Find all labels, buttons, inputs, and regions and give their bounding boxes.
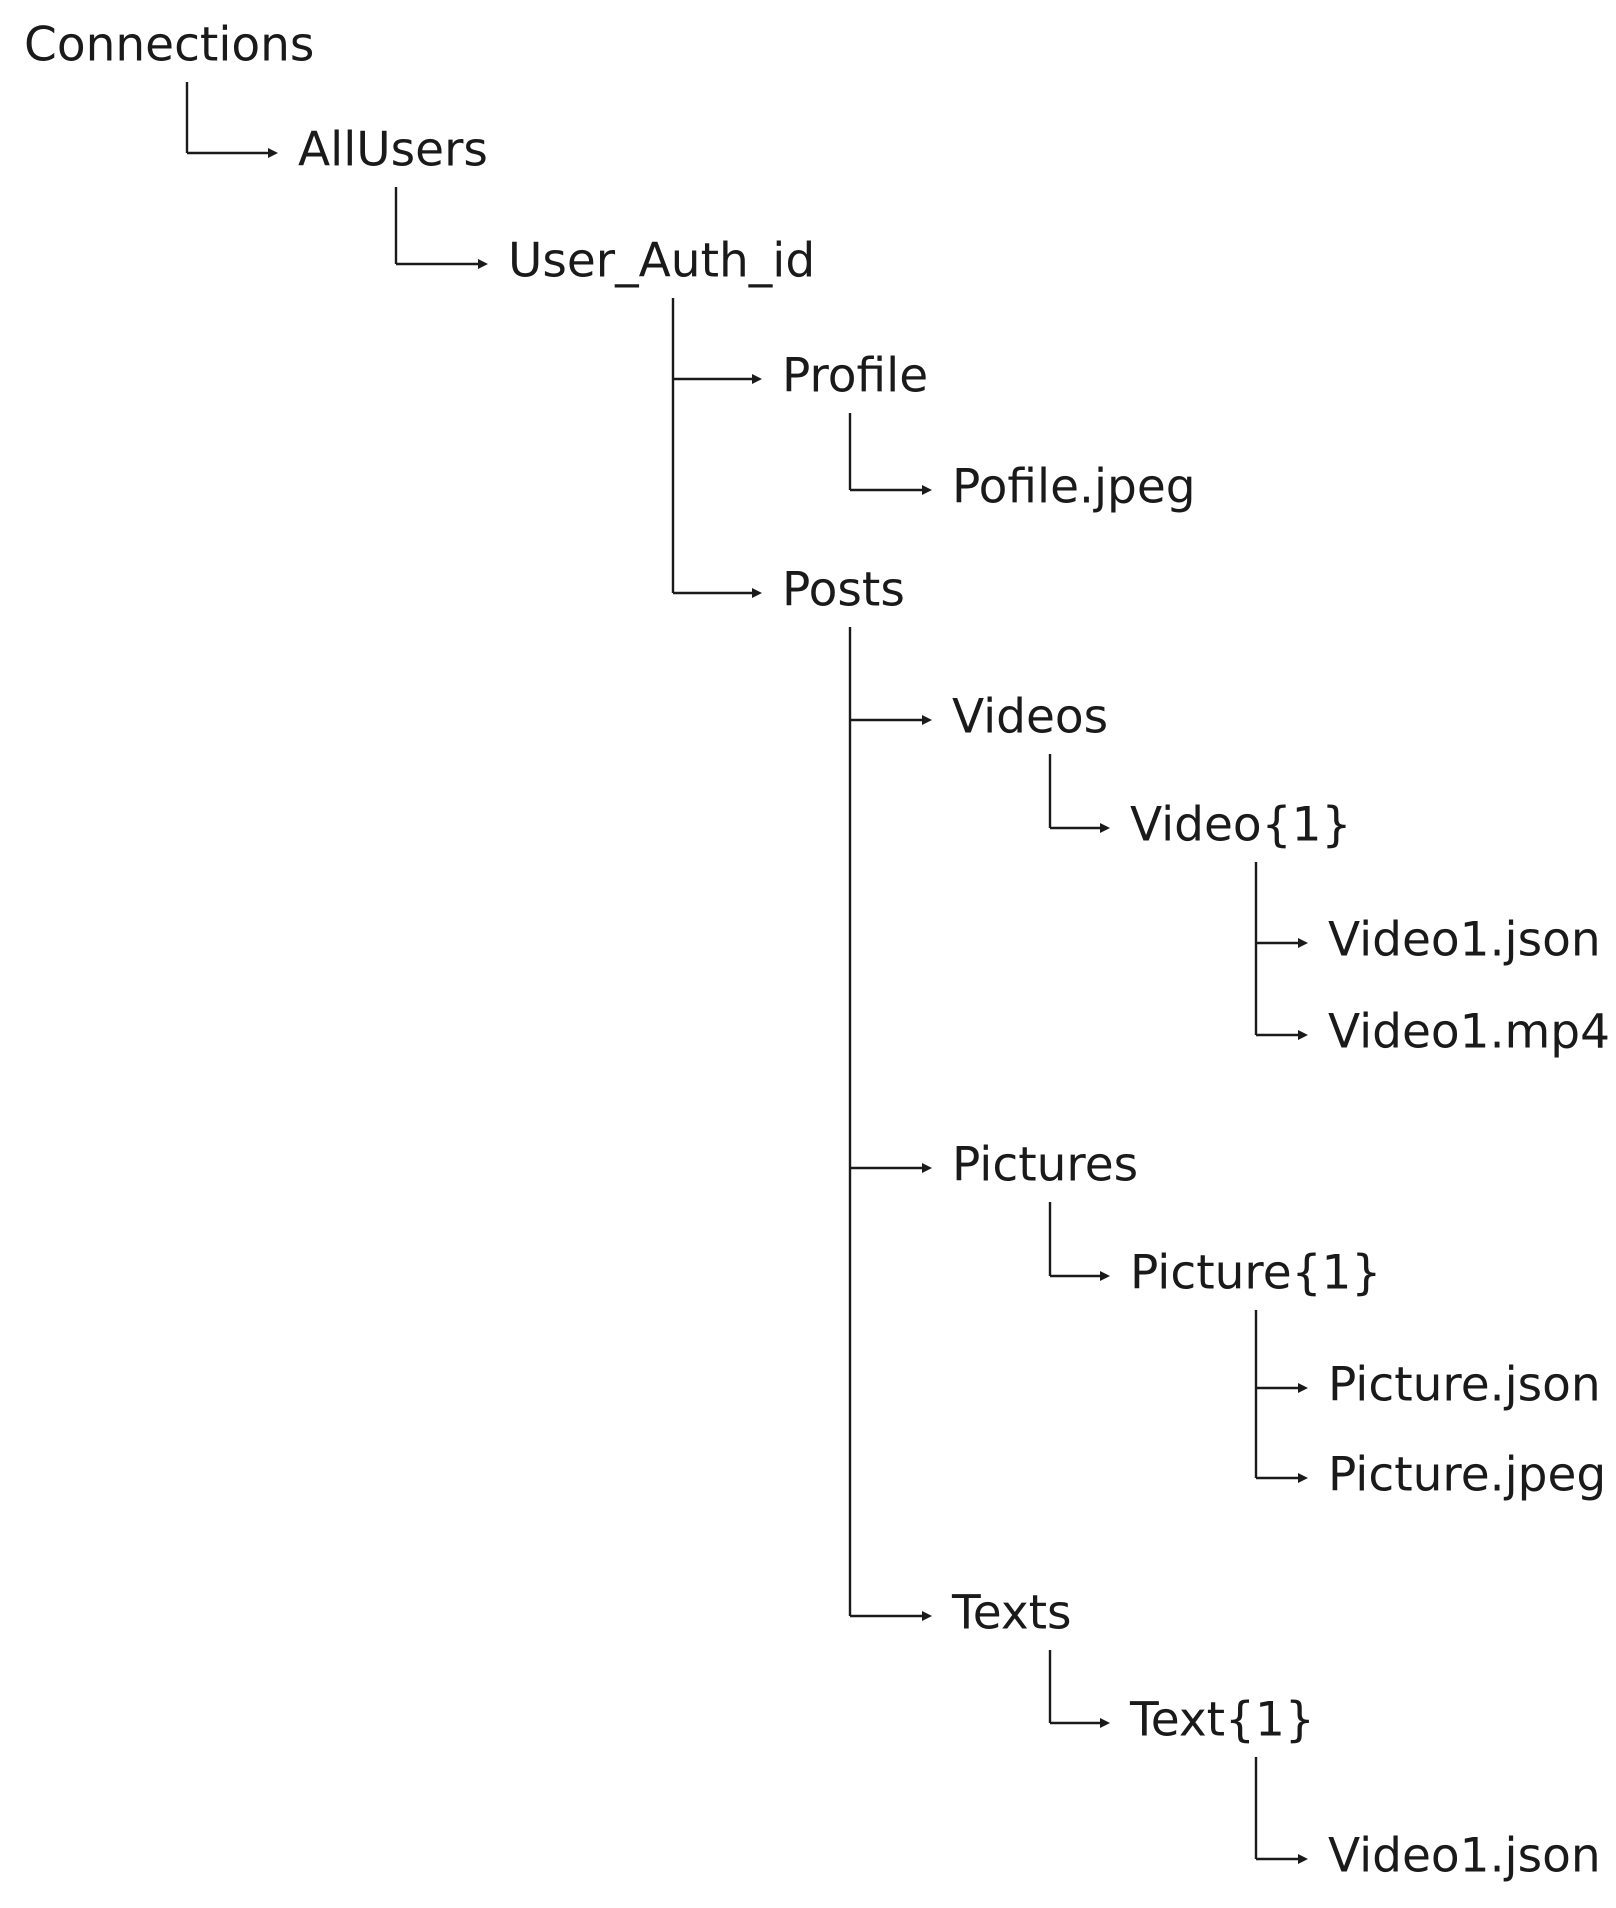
- node-user-auth-id-2: User_Auth_id: [508, 234, 815, 289]
- node-picture-json-12: Picture.json: [1328, 1358, 1601, 1413]
- node-labels: ConnectionsAllUsersUser_Auth_idProfilePo…: [24, 18, 1610, 1884]
- arrow-icon: [1100, 1718, 1110, 1728]
- node-video1-json-8: Video1.json: [1328, 913, 1601, 968]
- arrow-icon: [1298, 938, 1308, 948]
- arrow-icon: [1298, 1473, 1308, 1483]
- node-text-1-15: Text{1}: [1129, 1693, 1315, 1748]
- arrow-icon: [1298, 1383, 1308, 1393]
- arrow-icon: [922, 1163, 932, 1173]
- arrow-icon: [1100, 1271, 1110, 1281]
- arrow-icon: [1100, 823, 1110, 833]
- node-pofile-jpeg-4: Pofile.jpeg: [952, 460, 1196, 515]
- node-picture-jpeg-13: Picture.jpeg: [1328, 1448, 1606, 1503]
- arrow-icon: [922, 485, 932, 495]
- node-picture-1-11: Picture{1}: [1130, 1246, 1381, 1301]
- node-videos-6: Videos: [952, 690, 1108, 745]
- arrow-icon: [268, 148, 278, 158]
- node-profile-3: Profile: [782, 349, 928, 404]
- node-allusers-1: AllUsers: [298, 123, 488, 178]
- connector-lines: [185, 82, 1308, 1864]
- node-posts-5: Posts: [782, 563, 905, 618]
- arrow-icon: [752, 374, 762, 384]
- node-video-1-7: Video{1}: [1130, 798, 1351, 853]
- arrow-icon: [1298, 1854, 1308, 1864]
- arrow-icon: [478, 259, 488, 269]
- arrow-icon: [1298, 1030, 1308, 1040]
- node-pictures-10: Pictures: [952, 1138, 1138, 1193]
- node-video1-mp4-9: Video1.mp4: [1328, 1005, 1610, 1060]
- node-texts-14: Texts: [951, 1586, 1072, 1641]
- arrow-icon: [922, 1611, 932, 1621]
- arrow-icon: [922, 715, 932, 725]
- node-connections-0: Connections: [24, 18, 314, 73]
- arrow-icon: [752, 588, 762, 598]
- node-video1-json-16: Video1.json: [1328, 1829, 1601, 1884]
